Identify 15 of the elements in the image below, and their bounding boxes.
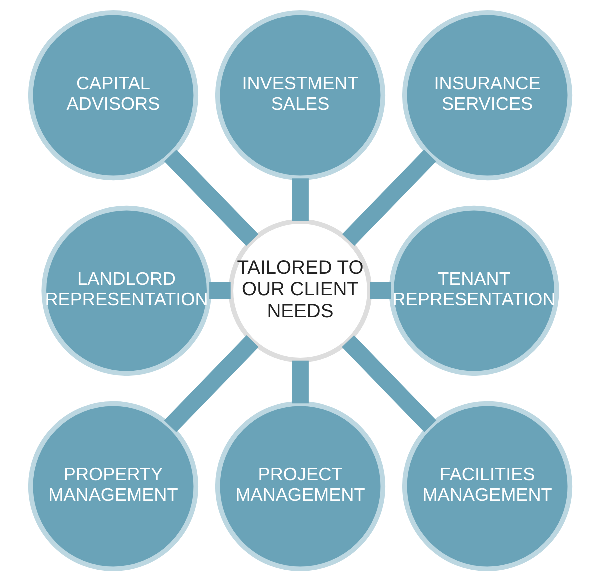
connector [210, 282, 231, 300]
connector [370, 282, 392, 300]
node-circle: FACILITIES MANAGEMENT [402, 401, 573, 572]
node-circle: CAPITAL ADVISORS [28, 10, 199, 181]
node-circle: INSURANCE SERVICES [402, 10, 573, 181]
node-circle: INVESTMENT SALES [215, 10, 386, 181]
connector [342, 336, 437, 432]
node-circle: PROPERTY MANAGEMENT [28, 401, 199, 572]
node-circle: TENANT REPRESENTATION [389, 206, 560, 376]
connector [164, 150, 259, 246]
node-circle: TAILORED TO OUR CLIENT NEEDS [228, 219, 372, 363]
connector [164, 336, 259, 432]
connector [342, 150, 436, 246]
node-circle: PROJECT MANAGEMENT [215, 401, 386, 572]
node-circle: LANDLORD REPRESENTATION [42, 206, 212, 376]
